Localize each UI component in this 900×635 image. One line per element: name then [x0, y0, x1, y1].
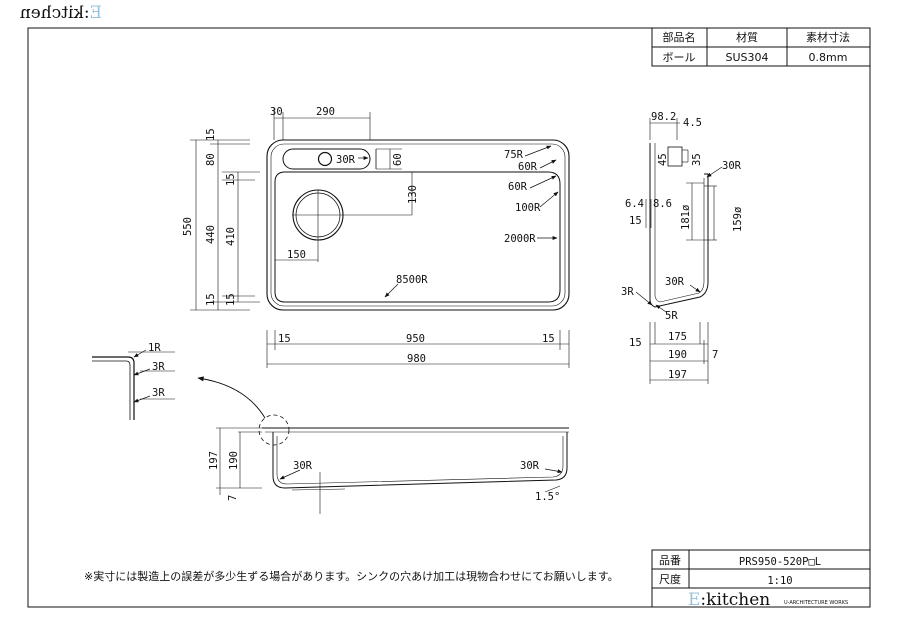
section-dim-190: 190 [228, 451, 240, 470]
side-leaders [635, 166, 723, 313]
radius-100r: 100R [515, 202, 541, 214]
radius-60r-b: 60R [508, 181, 528, 193]
side-dim-45: 45 [657, 153, 669, 166]
dim-top-30: 30 [270, 106, 283, 118]
dim-left-550: 550 [182, 217, 194, 236]
side-dim-159: 159ø [732, 206, 744, 232]
scale-label: 尺度 [659, 572, 681, 586]
radius-shelf-30r: 30R [336, 154, 356, 166]
dim-shelf-60: 60 [392, 153, 404, 166]
dim-drain-130: 130 [407, 185, 419, 204]
spec-value-size: 0.8mm [809, 51, 848, 64]
manufacturing-note: ※実寸には製造上の誤差が多少生ずる場合があります。シンクの穴あけ加工は現物合わせ… [84, 569, 619, 583]
dim-bottom-15-left: 15 [278, 333, 291, 345]
header-logo: E:kitchen [20, 3, 102, 23]
side-dim-7: 7 [712, 349, 718, 361]
title-brand: E:kitchen U-ARCHITECTURE WORKS [688, 590, 848, 610]
dim-left-15-bot-b: 15 [225, 293, 237, 306]
part-number: PRS950-520P□L [739, 556, 821, 568]
dim-drain-150: 150 [287, 249, 306, 261]
spec-header-part: 部品名 [663, 30, 696, 44]
side-dim-35: 35 [691, 153, 703, 166]
plan-leaders [358, 145, 559, 298]
section-leaders [279, 468, 563, 480]
section-slope: 1.5° [535, 491, 560, 503]
dim-left-15-mid: 15 [225, 173, 237, 186]
spec-value-material: SUS304 [725, 51, 768, 64]
scale-value: 1:10 [767, 575, 792, 587]
spec-value-part: ボール [663, 51, 696, 64]
dim-bottom-980: 980 [407, 353, 426, 365]
side-dim-98-2: 98.2 [651, 111, 676, 123]
dim-left-15-bot-a: 15 [205, 293, 217, 306]
radius-60r-a: 60R [518, 161, 538, 173]
side-dim-190: 190 [668, 349, 687, 361]
side-dim-181: 181ø [680, 204, 692, 230]
dim-top-290: 290 [316, 106, 335, 118]
dim-bottom-15-right: 15 [542, 333, 555, 345]
brand-sep: : [700, 590, 706, 610]
side-radius-3r: 3R [621, 286, 634, 298]
svg-text:E:kitchen: E:kitchen [688, 590, 770, 610]
section-radius-30r-right: 30R [520, 460, 540, 472]
spec-header-size: 素材寸法 [806, 30, 850, 44]
rim-detail [92, 351, 175, 420]
dim-left-440: 440 [205, 225, 217, 244]
side-radius-30r-a: 30R [722, 160, 742, 172]
part-number-label: 品番 [659, 554, 681, 567]
side-view [645, 118, 717, 384]
radius-2000r: 2000R [504, 233, 536, 245]
detail-leaders [133, 349, 151, 403]
radius-8500r: 8500R [396, 274, 428, 286]
brand-name: kitchen [706, 590, 770, 610]
side-dim-6-4: 6.4 [625, 198, 644, 210]
side-radius-30r-b: 30R [665, 276, 685, 288]
dim-left-410: 410 [225, 227, 237, 246]
spec-table [651, 27, 871, 67]
side-dim-175: 175 [668, 331, 687, 343]
logo-sep: : [84, 3, 90, 23]
spec-header-material: 材質 [736, 30, 758, 44]
brand-sub: U-ARCHITECTURE WORKS [784, 600, 848, 606]
dim-bottom-950: 950 [406, 333, 425, 345]
detail-callout-arc [197, 376, 266, 419]
side-dim-8-6: 8.6 [653, 198, 672, 210]
radius-75r: 75R [504, 149, 524, 161]
plan-bottom-dim-lines [266, 330, 570, 368]
side-dim-197: 197 [668, 369, 687, 381]
plan-view [266, 108, 570, 311]
plan-left-dim-lines [190, 139, 260, 311]
side-dim-15: 15 [629, 215, 642, 227]
section-view [216, 414, 569, 514]
dim-left-80: 80 [205, 153, 217, 166]
side-dim-4-5: 4.5 [683, 117, 702, 129]
title-block [651, 549, 871, 608]
section-dim-7: 7 [227, 495, 239, 501]
section-dim-197: 197 [208, 451, 220, 470]
logo-name: kitchen [20, 3, 84, 23]
side-dim-15-bottom: 15 [629, 337, 642, 349]
detail-radius-3r-b: 3R [152, 387, 165, 399]
side-radius-5r: 5R [665, 310, 678, 322]
section-radius-30r-left: 30R [293, 460, 313, 472]
detail-radius-3r-a: 3R [152, 361, 165, 373]
svg-text:E:kitchen: E:kitchen [20, 3, 102, 23]
detail-radius-1r: 1R [148, 342, 161, 354]
drawing-frame [27, 27, 871, 608]
dim-left-15-top: 15 [205, 128, 217, 141]
brand-prefix: E [688, 590, 700, 610]
logo-prefix: E [90, 3, 102, 23]
